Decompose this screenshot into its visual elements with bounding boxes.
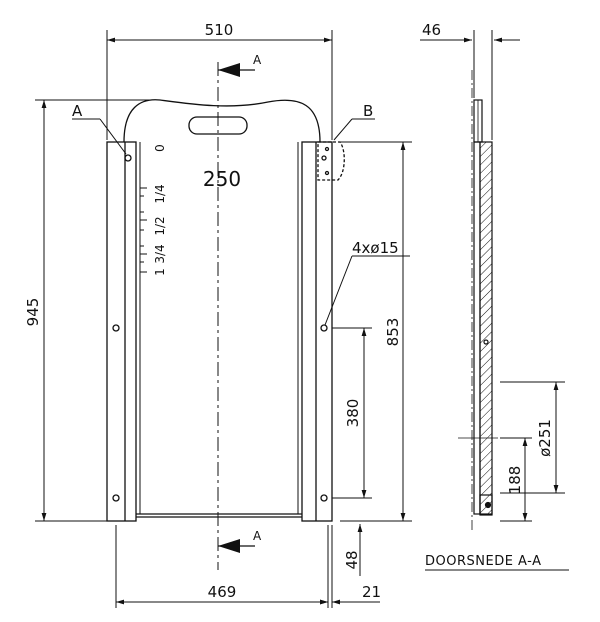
dim-48 bbox=[340, 520, 372, 576]
dim-46-label: 46 bbox=[422, 21, 441, 39]
section-arrow-top: A bbox=[218, 53, 262, 77]
hole-right-top bbox=[321, 155, 327, 161]
hole-left-bottom bbox=[112, 494, 120, 502]
top-handle-outline bbox=[123, 99, 321, 143]
center-label: 250 bbox=[203, 167, 241, 191]
dim-380-label: 380 bbox=[344, 399, 362, 428]
section-title: DOORSNEDE A-A bbox=[425, 554, 541, 569]
scale-labels: 0 1/4 1/2 3/4 1 bbox=[153, 144, 167, 276]
scale-label-half: 1/2 bbox=[153, 216, 167, 235]
dim-945 bbox=[35, 99, 150, 522]
dim-188-label: 188 bbox=[506, 466, 524, 495]
dim-469 bbox=[115, 525, 329, 608]
scale-label-1: 1 bbox=[153, 268, 167, 276]
scale-label-0: 0 bbox=[153, 144, 167, 152]
detail-b-circle bbox=[317, 141, 345, 181]
dim-251 bbox=[500, 381, 565, 494]
detail-b-label: B bbox=[363, 102, 373, 120]
dim-21 bbox=[314, 525, 380, 608]
hole-right-bottom bbox=[320, 494, 328, 502]
right-rail bbox=[301, 141, 333, 522]
section-view bbox=[458, 70, 498, 530]
dim-48-label: 48 bbox=[343, 550, 361, 569]
dim-510-label: 510 bbox=[205, 21, 234, 39]
dim-510 bbox=[106, 30, 333, 140]
dim-380 bbox=[332, 327, 372, 499]
dim-853-label: 853 bbox=[384, 318, 402, 347]
section-mark-bottom: A bbox=[253, 529, 262, 543]
detail-a-label: A bbox=[72, 102, 83, 120]
scale-label-threequarter: 3/4 bbox=[153, 244, 167, 263]
section-mark-top: A bbox=[253, 53, 262, 67]
dim-945-label: 945 bbox=[24, 298, 42, 327]
hole-spec-leader bbox=[324, 255, 410, 326]
detail-a-leader bbox=[72, 118, 127, 155]
front-view bbox=[106, 99, 345, 522]
hole-left-top bbox=[124, 154, 132, 162]
scale-marks bbox=[140, 187, 147, 273]
detail-b-leader bbox=[333, 118, 375, 141]
section-body bbox=[479, 141, 493, 515]
dim-251-label: ø251 bbox=[536, 419, 554, 457]
dim-188 bbox=[500, 437, 532, 522]
scale-label-quarter: 1/4 bbox=[153, 184, 167, 203]
dim-469-label: 469 bbox=[208, 583, 237, 601]
left-rail bbox=[106, 141, 137, 522]
hole-spec-label: 4xø15 bbox=[352, 239, 399, 257]
section-arrow-bottom: A bbox=[218, 529, 262, 553]
dim-21-label: 21 bbox=[362, 583, 381, 601]
hole-left-mid bbox=[112, 324, 120, 332]
dim-46 bbox=[420, 30, 520, 140]
hole-right-mid bbox=[320, 324, 328, 332]
